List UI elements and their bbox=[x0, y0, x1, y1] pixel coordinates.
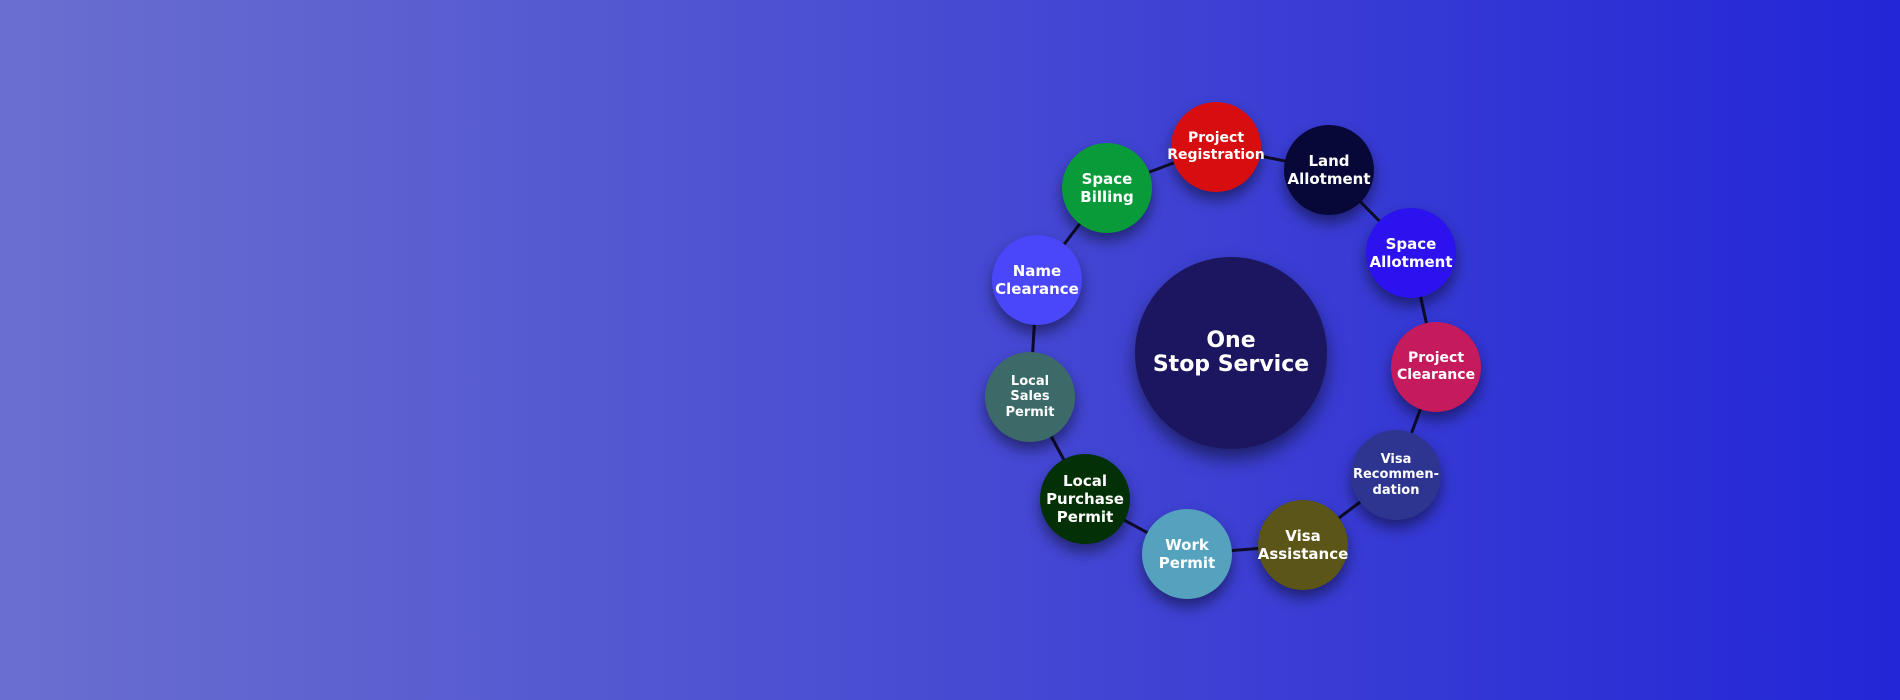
service-step-label: Space Billing bbox=[1080, 170, 1134, 206]
service-step-label: Project Registration bbox=[1167, 130, 1265, 163]
service-step-node[interactable]: Land Allotment bbox=[1284, 125, 1374, 215]
service-step-label: Visa Recommen- dation bbox=[1352, 451, 1440, 498]
service-step-node[interactable]: Local Purchase Permit bbox=[1040, 454, 1130, 544]
service-step-label: Local Sales Permit bbox=[1005, 373, 1055, 420]
service-step-label: Work Permit bbox=[1158, 536, 1216, 572]
service-step-label: Project Clearance bbox=[1396, 350, 1476, 383]
service-step-label: Space Allotment bbox=[1369, 235, 1453, 271]
service-step-node[interactable]: Project Registration bbox=[1167, 102, 1265, 192]
service-step-node[interactable]: Space Allotment bbox=[1366, 208, 1456, 298]
service-step-label: Visa Assistance bbox=[1257, 527, 1349, 563]
service-step-node[interactable]: Work Permit bbox=[1142, 509, 1232, 599]
service-step-node[interactable]: Local Sales Permit bbox=[985, 352, 1075, 442]
center-label: One Stop Service bbox=[1152, 327, 1310, 377]
service-step-label: Land Allotment bbox=[1287, 152, 1371, 188]
service-step-node[interactable]: Project Clearance bbox=[1391, 322, 1481, 412]
service-step-label: Name Clearance bbox=[995, 262, 1079, 298]
center-one-stop-service: One Stop Service bbox=[1135, 257, 1327, 449]
service-step-node[interactable]: Visa Assistance bbox=[1258, 500, 1348, 590]
service-step-node[interactable]: Visa Recommen- dation bbox=[1351, 430, 1441, 520]
service-step-label: Local Purchase Permit bbox=[1046, 472, 1124, 526]
service-step-node[interactable]: Space Billing bbox=[1062, 143, 1152, 233]
service-step-node[interactable]: Name Clearance bbox=[992, 235, 1082, 325]
